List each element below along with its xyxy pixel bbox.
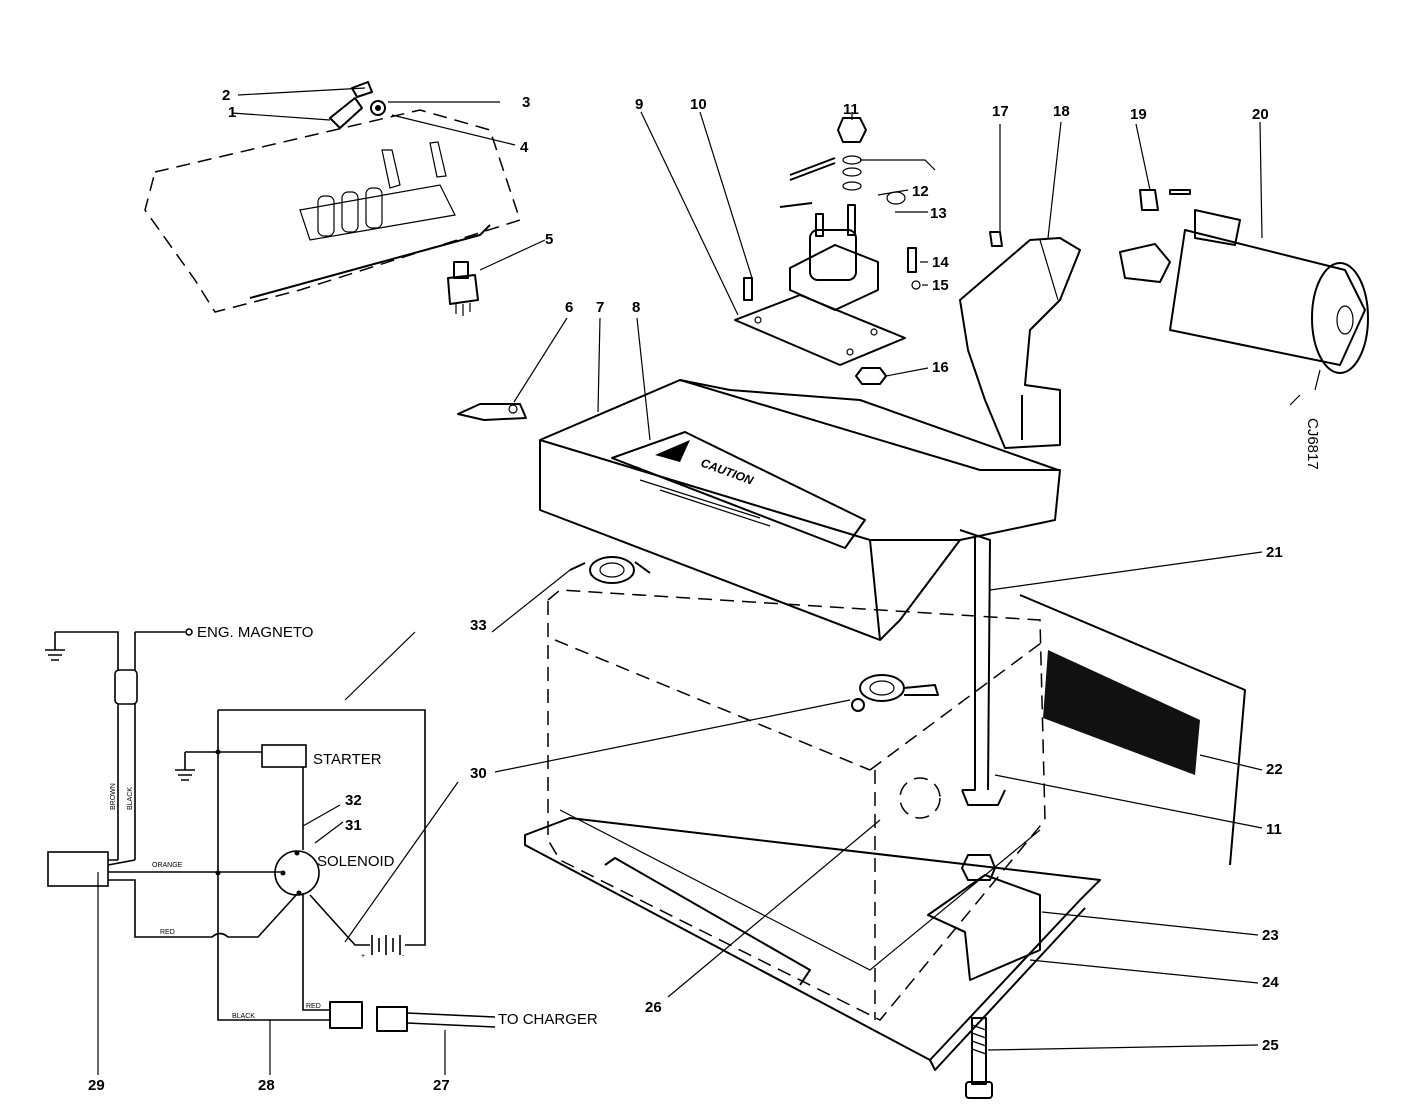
callout-33: 33 [470, 617, 487, 634]
callout-25: 25 [1262, 1037, 1279, 1054]
callout-24: 24 [1262, 974, 1279, 991]
warning-triangle-icon [655, 440, 690, 462]
callout-12: 12 [912, 183, 929, 200]
red-wire-label: RED [160, 929, 175, 936]
callout-4: 4 [520, 139, 529, 156]
leader-lines [97, 87, 1263, 1075]
callout-10: 10 [690, 96, 707, 113]
red-wire-label-2: RED [306, 1003, 321, 1010]
callout-2: 2 [222, 87, 230, 104]
callout-18: 18 [1053, 103, 1070, 120]
starter-label: STARTER [313, 751, 382, 768]
starter-motor: CJ6817 [1119, 189, 1369, 470]
motor-code: CJ6817 [1304, 418, 1321, 470]
rubber-pad [1043, 650, 1200, 775]
solenoid-label: SOLENOID [317, 853, 395, 870]
callout-11: 11 [843, 101, 859, 118]
dash-panel [144, 109, 521, 313]
battery-clamps [569, 556, 939, 712]
carriage-bolt [965, 1017, 993, 1099]
callout-9: 9 [635, 96, 643, 113]
black-wire-label: BLACK [127, 787, 134, 810]
callout-26: 26 [645, 999, 662, 1016]
callout-6: 6 [565, 299, 573, 316]
black-wire-label-2: BLACK [232, 1013, 255, 1020]
callout-7: 7 [596, 299, 604, 316]
rear-frame [959, 231, 1081, 449]
callout-28: 28 [258, 1077, 275, 1094]
callout-14: 14 [932, 254, 949, 271]
battery-plus-label: + [361, 953, 365, 960]
callout-21: 21 [1266, 544, 1283, 561]
callout-23: 23 [1262, 927, 1279, 944]
to-charger-label: TO CHARGER [498, 1011, 598, 1028]
callout-1: 1 [228, 104, 236, 121]
callout-13: 13 [930, 205, 947, 222]
callout-17: 17 [992, 103, 1009, 120]
callout-15: 15 [932, 277, 949, 294]
solenoid-assembly [734, 117, 936, 385]
eng-magneto-label: ENG. MAGNETO [197, 624, 313, 641]
ignition-switch [447, 261, 479, 316]
caution-label: CAUTION [699, 456, 755, 488]
battery-minus-label: - [402, 953, 405, 960]
battery-cover: CAUTION [539, 379, 1061, 641]
callout-11b: 11 [1266, 821, 1282, 838]
callout-19: 19 [1130, 106, 1147, 123]
callout-27: 27 [433, 1077, 450, 1094]
key-switch-lever [329, 81, 386, 129]
callout-5: 5 [545, 231, 553, 248]
small-bracket [457, 403, 527, 421]
wiring-schematic [45, 628, 426, 1021]
callout-3: 3 [522, 94, 530, 111]
callout-30: 30 [470, 765, 487, 782]
battery-tray [524, 817, 1101, 1071]
callout-8: 8 [632, 299, 640, 316]
hold-down-strap [959, 529, 1006, 806]
brown-wire-label: BROWN [110, 783, 117, 810]
callout-16: 16 [932, 359, 949, 376]
callout-20: 20 [1252, 106, 1269, 123]
rubber-pad-and-panel [1019, 594, 1246, 866]
callout-32: 32 [345, 792, 362, 809]
callout-22: 22 [1266, 761, 1283, 778]
orange-wire-label: ORANGE [152, 862, 183, 869]
angle-bracket [927, 854, 1041, 981]
callout-31: 31 [345, 817, 362, 834]
charger-plugs [329, 1001, 496, 1032]
callout-29: 29 [88, 1077, 105, 1094]
